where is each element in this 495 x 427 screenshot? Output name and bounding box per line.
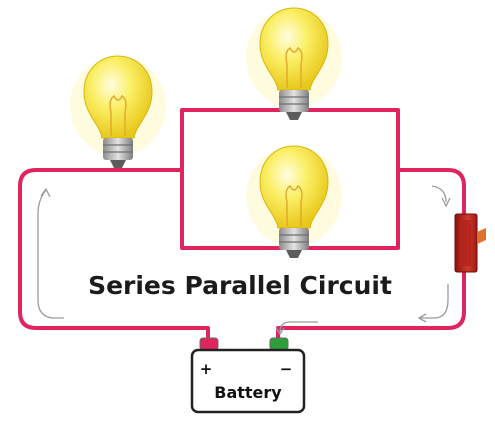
wire-parallel-branch bbox=[180, 108, 400, 250]
flow-arrow-left-head bbox=[40, 187, 51, 198]
bulb-filament bbox=[109, 94, 127, 136]
bulb-icon bbox=[246, 145, 342, 258]
wire-left-loop bbox=[18, 168, 210, 342]
flow-arrow-bottom-right bbox=[420, 284, 449, 319]
flow-arrow-battery-head bbox=[275, 327, 285, 336]
bulb-glass bbox=[259, 7, 329, 91]
bulb-filament bbox=[285, 184, 303, 226]
battery-positive-sign: + bbox=[200, 360, 213, 378]
bulb-tip bbox=[110, 160, 126, 168]
current-flow-arrows bbox=[37, 185, 451, 336]
bulb-filament bbox=[285, 46, 303, 88]
bulb-base bbox=[279, 228, 309, 250]
battery-terminal-negative bbox=[269, 337, 289, 351]
battery-label: Battery bbox=[214, 383, 282, 402]
bulb-tip bbox=[286, 250, 302, 258]
flow-arrow-right bbox=[431, 185, 447, 203]
switch-lever bbox=[477, 228, 486, 244]
battery-negative-sign: − bbox=[280, 360, 293, 378]
bulb-icon bbox=[70, 55, 166, 168]
wire-right-loop bbox=[276, 168, 466, 342]
flow-arrow-battery bbox=[279, 321, 318, 333]
flow-arrow-left bbox=[37, 189, 64, 319]
bulb-glass bbox=[259, 145, 329, 229]
flow-arrow-bottom-right-head bbox=[417, 313, 427, 323]
bulb-glass bbox=[83, 55, 153, 139]
diagram-title: Series Parallel Circuit bbox=[88, 271, 392, 300]
flow-arrow-right-head bbox=[441, 197, 451, 208]
battery-icon: + − Battery bbox=[190, 337, 306, 414]
circuit-wires bbox=[18, 108, 466, 342]
bulb-icon bbox=[246, 7, 342, 120]
bulb-tip bbox=[286, 112, 302, 120]
battery-terminal-positive bbox=[199, 337, 219, 351]
switch-face bbox=[459, 220, 471, 266]
switch-icon bbox=[454, 213, 486, 273]
bulb-base bbox=[279, 90, 309, 112]
bulb-base bbox=[103, 138, 133, 160]
battery-case bbox=[190, 348, 306, 414]
